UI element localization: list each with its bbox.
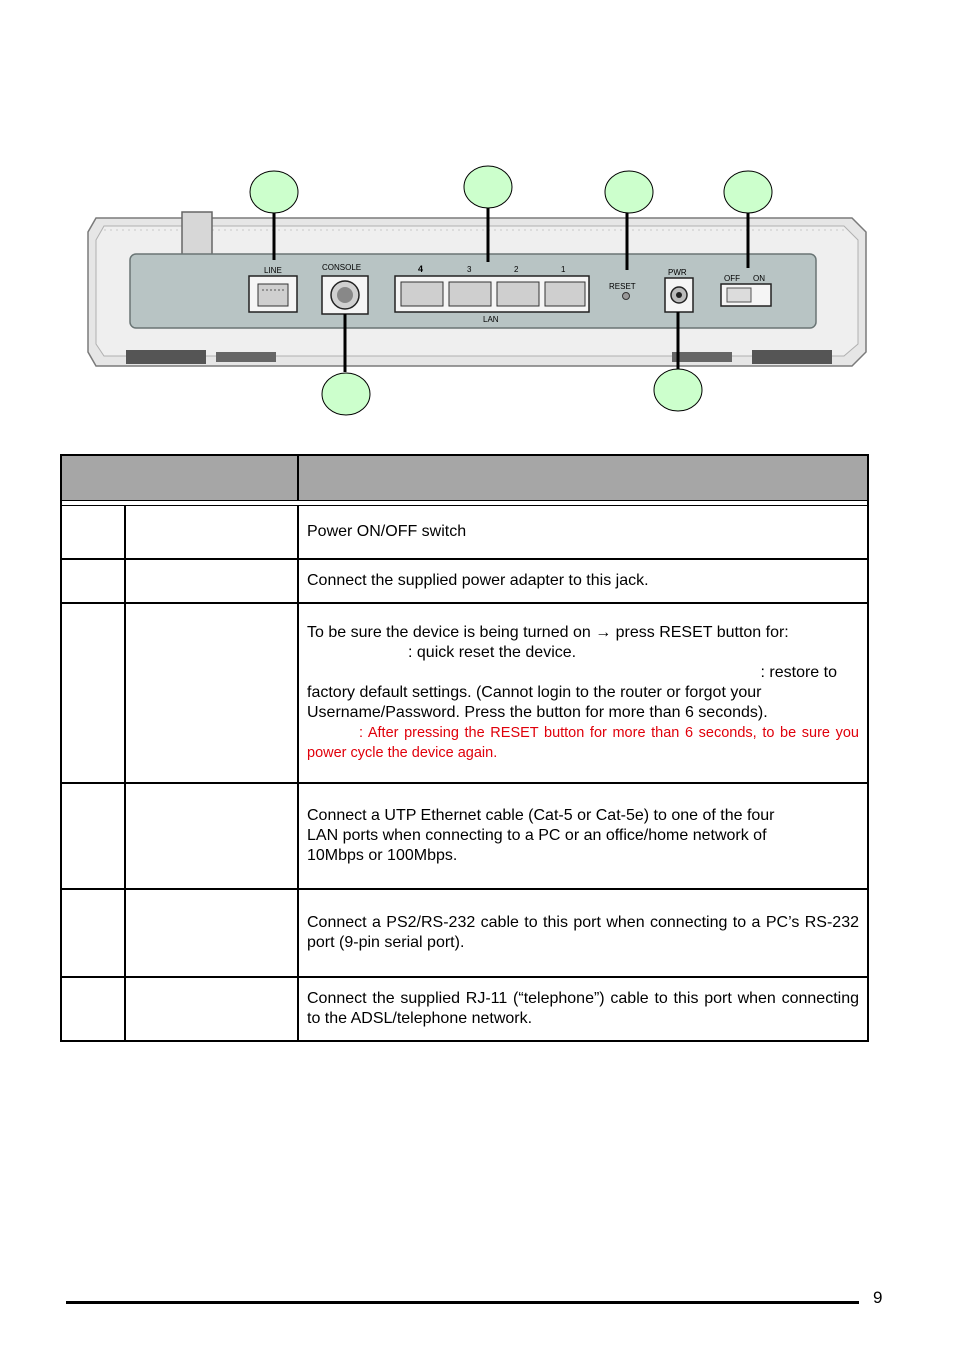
pwr-label: PWR	[668, 268, 687, 277]
row-number	[61, 889, 125, 977]
row-description: Connect a PS2/RS-232 cable to this port …	[298, 889, 868, 977]
row-port-name	[125, 559, 298, 603]
row-number	[61, 505, 125, 559]
row-port-name	[125, 603, 298, 783]
row-number	[61, 603, 125, 783]
row-number	[61, 783, 125, 889]
footer-rule	[66, 1301, 859, 1304]
lan-label: LAN	[483, 315, 499, 324]
table-header-port	[61, 455, 298, 501]
description-line: Connect the supplied power adapter to th…	[307, 572, 649, 589]
lan-port-2-label: 2	[514, 265, 519, 274]
lan-port-3-label: 3	[467, 265, 472, 274]
port-description-table: Power ON/OFF switch Connect the supplied…	[60, 454, 869, 1042]
row-number	[61, 977, 125, 1041]
callout-console	[321, 314, 371, 416]
description-line: 10Mbps or 100Mbps.	[307, 847, 458, 864]
description-line: factory default settings. (Cannot login …	[307, 684, 762, 701]
callout-reset	[604, 170, 654, 270]
row-description: Connect a UTP Ethernet cable (Cat-5 or C…	[298, 783, 868, 889]
callout-pwr	[653, 312, 703, 412]
table-header-description	[298, 455, 868, 501]
table-row: Connect a PS2/RS-232 cable to this port …	[61, 889, 868, 977]
description-line: : restore to	[760, 664, 837, 681]
router-rear-panel-figure: LINE CONSOLE 4 3 2 1 LAN RESET PWR OFF O…	[87, 165, 867, 416]
table-row: Power ON/OFF switch	[61, 505, 868, 559]
reset-warning-text: : After pressing the RESET button for mo…	[307, 725, 859, 761]
description-line: Connect a UTP Ethernet cable (Cat-5 or C…	[307, 807, 775, 824]
table-row: Connect a UTP Ethernet cable (Cat-5 or C…	[61, 783, 868, 889]
callout-line	[249, 170, 299, 260]
power-switch	[720, 283, 772, 307]
row-number	[61, 559, 125, 603]
row-description: Connect the supplied RJ-11 (“telephone”)…	[298, 977, 868, 1041]
description-text: Connect the supplied RJ-11 (“telephone”)…	[307, 990, 859, 1027]
lan-ports	[394, 275, 590, 313]
description-line: Power ON/OFF switch	[307, 523, 467, 540]
row-port-name	[125, 889, 298, 977]
description-text: Connect a PS2/RS-232 cable to this port …	[307, 914, 859, 951]
table-header-row	[61, 455, 868, 501]
row-port-name	[125, 505, 298, 559]
callout-switch	[723, 170, 773, 268]
row-port-name	[125, 977, 298, 1041]
page-number: 9	[873, 1288, 883, 1307]
line-port	[248, 275, 298, 313]
reset-button	[622, 292, 630, 300]
row-description: Power ON/OFF switch	[298, 505, 868, 559]
table-row: Connect the supplied RJ-11 (“telephone”)…	[61, 977, 868, 1041]
table-row: To be sure the device is being turned on…	[61, 603, 868, 783]
reset-label: RESET	[609, 282, 636, 291]
row-port-name	[125, 783, 298, 889]
power-jack	[664, 277, 694, 313]
reset-warning-note: : After pressing the RESET button for mo…	[307, 723, 859, 763]
row-description: To be sure the device is being turned on…	[298, 603, 868, 783]
callout-lan	[463, 165, 513, 262]
console-port	[321, 275, 369, 315]
console-port-label: CONSOLE	[322, 263, 361, 272]
description-line: Username/Password. Press the button for …	[307, 704, 768, 721]
description-line: To be sure the device is being turned on…	[307, 624, 789, 641]
description-line: : quick reset the device.	[408, 644, 577, 661]
line-port-label: LINE	[264, 266, 282, 275]
off-label: OFF	[724, 274, 740, 283]
description-line: LAN ports when connecting to a PC or an …	[307, 827, 767, 844]
lan-port-4-label: 4	[418, 264, 423, 274]
lan-port-1-label: 1	[561, 265, 566, 274]
row-description: Connect the supplied power adapter to th…	[298, 559, 868, 603]
table-row: Connect the supplied power adapter to th…	[61, 559, 868, 603]
on-label: ON	[753, 274, 765, 283]
